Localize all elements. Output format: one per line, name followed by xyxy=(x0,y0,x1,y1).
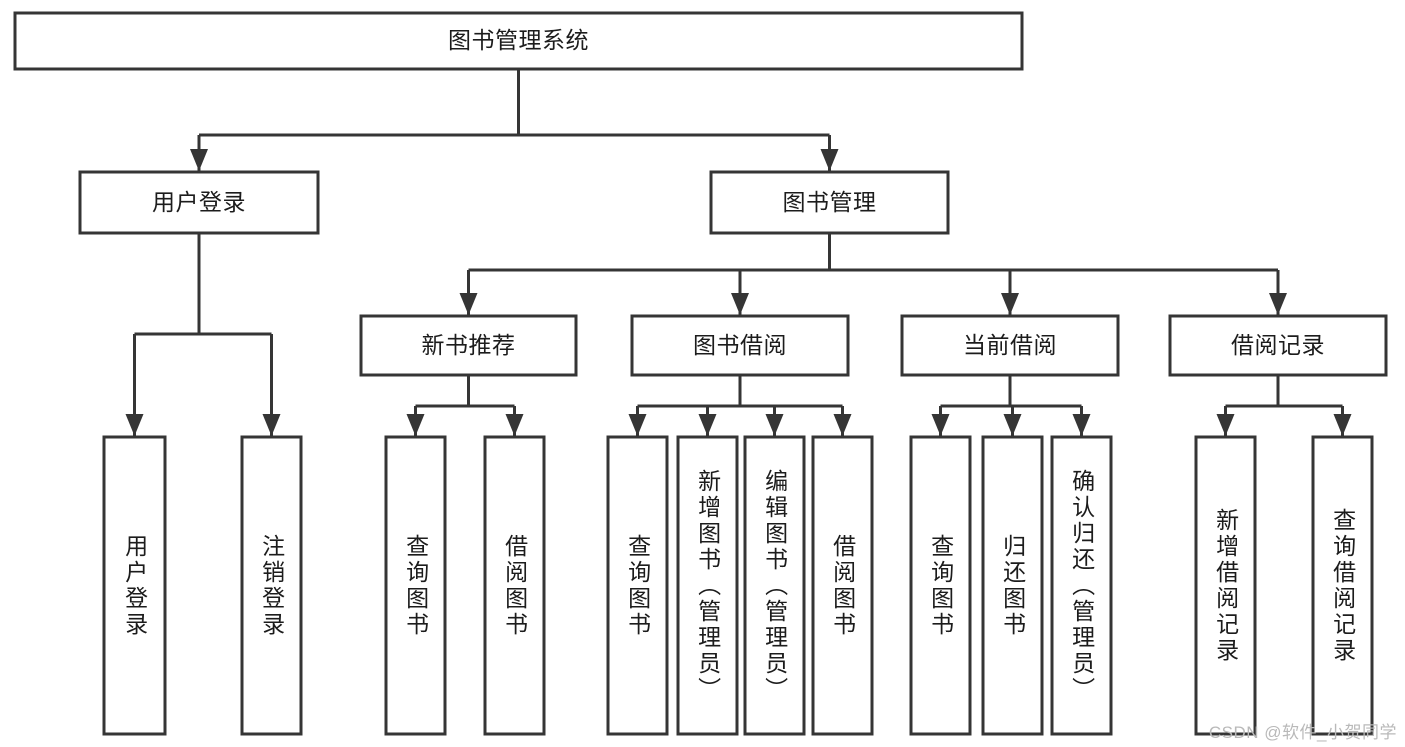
arrow-head-leaf-borrow-book-1 xyxy=(505,414,524,436)
arrow-head-new-book-recommend xyxy=(459,293,478,315)
arrow-head-leaf-add-book xyxy=(698,414,717,436)
connector-layer xyxy=(125,69,1352,436)
node-box-book-manage[interactable] xyxy=(709,170,950,235)
arrow-head-leaf-query-record xyxy=(1333,414,1352,436)
node-box-leaf-query-book-3[interactable] xyxy=(909,435,972,736)
arrow-head-book-borrow xyxy=(731,293,749,315)
node-box-leaf-query-book-1[interactable] xyxy=(384,435,447,736)
watermark-text: CSDN @软件_小贺同学 xyxy=(1208,723,1397,742)
arrow-head-leaf-edit-book xyxy=(765,414,784,436)
arrow-head-leaf-borrow-book-2 xyxy=(833,414,852,436)
node-box-leaf-add-book[interactable] xyxy=(676,435,739,736)
arrow-head-borrow-record xyxy=(1269,293,1287,315)
arrow-head-user-login xyxy=(190,149,208,171)
node-box-book-borrow[interactable] xyxy=(630,314,850,377)
node-box-leaf-borrow-book-1[interactable] xyxy=(483,435,546,736)
node-box-leaf-return-book[interactable] xyxy=(981,435,1044,736)
node-box-leaf-user-login[interactable] xyxy=(102,435,167,736)
node-box-borrow-record[interactable] xyxy=(1168,314,1388,377)
node-box-new-book-recommend[interactable] xyxy=(359,314,578,377)
node-box-leaf-borrow-book-2[interactable] xyxy=(811,435,874,736)
arrow-head-leaf-query-book-3 xyxy=(931,414,950,436)
arrow-head-leaf-return-book xyxy=(1003,414,1022,436)
node-box-leaf-logout[interactable] xyxy=(240,435,303,736)
arrow-head-leaf-query-book-1 xyxy=(406,414,425,436)
node-box-leaf-query-record[interactable] xyxy=(1311,435,1374,736)
node-box-user-login[interactable] xyxy=(78,170,320,235)
node-box-leaf-add-record[interactable] xyxy=(1194,435,1257,736)
arrow-head-leaf-user-login xyxy=(125,414,144,436)
node-box-leaf-edit-book[interactable] xyxy=(743,435,806,736)
node-box-layer xyxy=(13,11,1388,736)
arrow-head-leaf-add-record xyxy=(1216,414,1235,436)
node-box-leaf-confirm-return[interactable] xyxy=(1050,435,1113,736)
arrow-head-leaf-query-book-2 xyxy=(628,414,647,436)
arrow-head-book-manage xyxy=(820,149,839,171)
arrow-head-leaf-logout xyxy=(262,414,281,436)
node-box-leaf-query-book-2[interactable] xyxy=(606,435,669,736)
node-box-current-borrow[interactable] xyxy=(900,314,1120,377)
node-box-root[interactable] xyxy=(13,11,1024,71)
arrow-head-leaf-confirm-return xyxy=(1072,414,1091,436)
arrow-head-current-borrow xyxy=(1001,293,1019,315)
